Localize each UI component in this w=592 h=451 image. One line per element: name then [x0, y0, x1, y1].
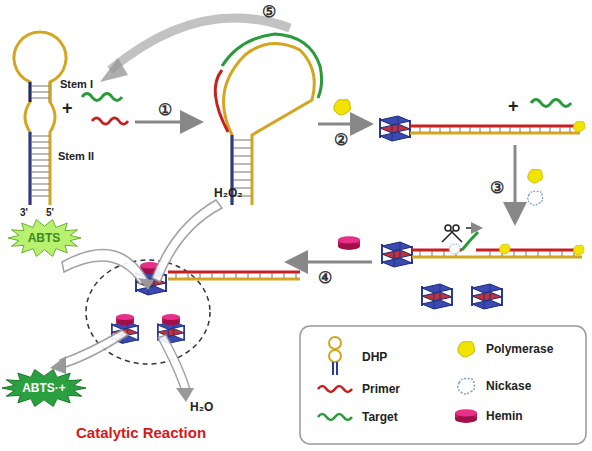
part-label: 3'	[20, 207, 28, 218]
step-number: ②	[334, 130, 348, 149]
step-number: ④	[318, 268, 332, 287]
svg-text:+: +	[508, 96, 519, 116]
node-text: ABTS	[28, 231, 61, 245]
starburst-node: ABTS·+	[2, 369, 86, 407]
step-number: ⑤	[262, 2, 276, 21]
legend-text: Polymerase	[486, 342, 553, 356]
legend-text: DHP	[362, 350, 387, 364]
note-label: Catalytic Reaction	[76, 424, 206, 441]
note-label: H₂O₂	[214, 186, 243, 200]
legend-text: Target	[362, 410, 398, 424]
part-label: 5'	[46, 207, 54, 218]
legend-text: Hemin	[486, 409, 523, 423]
starburst-node: ABTS	[8, 219, 81, 257]
note-label: H₂O	[190, 400, 213, 414]
legend-text: Primer	[362, 382, 400, 396]
legend-text: Nickase	[486, 379, 531, 393]
step-number: ③	[490, 178, 504, 197]
part-label: Stem II	[58, 150, 94, 162]
step-number: ①	[158, 100, 172, 119]
svg-text:+: +	[62, 98, 73, 118]
part-label: Stem I	[60, 78, 93, 90]
node-text: ABTS·+	[22, 381, 66, 395]
